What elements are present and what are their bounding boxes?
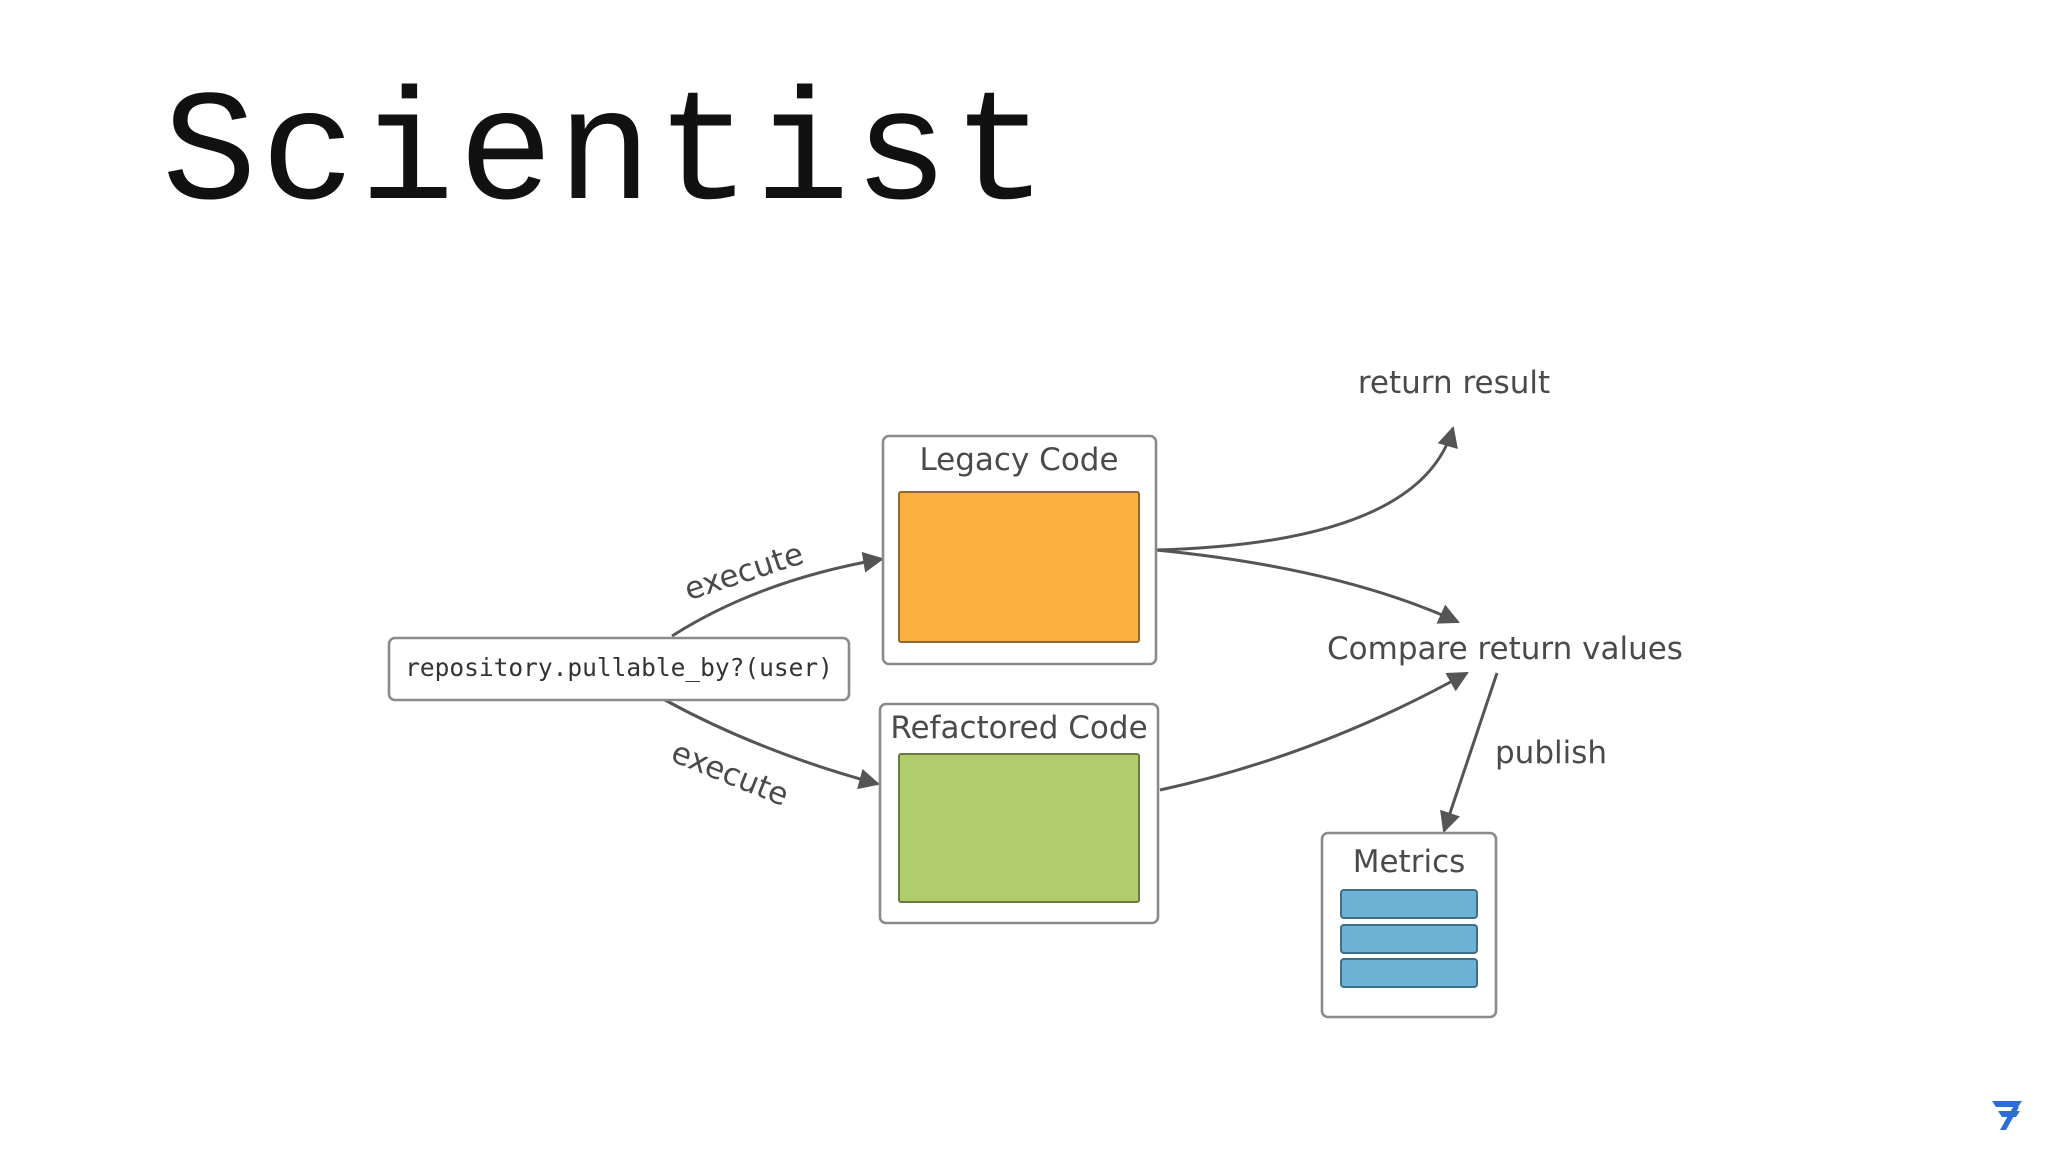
metrics-bar-1 — [1340, 889, 1478, 919]
arrow-legacy-to-compare — [1155, 548, 1460, 624]
return-result-label: return result — [1358, 365, 1550, 401]
arrow-refactored-to-compare — [1159, 671, 1469, 792]
arrow-call-to-legacy — [671, 551, 885, 638]
legacy-code-label: Legacy Code — [919, 442, 1118, 478]
execute-bottom-label: execute — [666, 734, 793, 813]
brand-logo-icon — [1992, 1101, 2022, 1130]
refactored-code-block — [898, 753, 1140, 903]
metrics-bar-3 — [1340, 958, 1478, 988]
arrow-legacy-to-return-result — [1155, 425, 1458, 552]
call-label: repository.pullable_by?(user) — [405, 653, 833, 682]
arrow-compare-to-metrics — [1440, 672, 1499, 833]
legacy-code-block — [898, 491, 1140, 643]
publish-label: publish — [1495, 735, 1607, 771]
slide-title: Scientist — [162, 67, 1052, 246]
metrics-label: Metrics — [1353, 844, 1466, 880]
refactored-code-label: Refactored Code — [890, 710, 1147, 746]
arrow-call-to-refactored — [664, 698, 881, 790]
call-box — [387, 636, 851, 702]
compare-return-values-label: Compare return values — [1327, 631, 1683, 667]
metrics-bar-2 — [1340, 924, 1478, 954]
